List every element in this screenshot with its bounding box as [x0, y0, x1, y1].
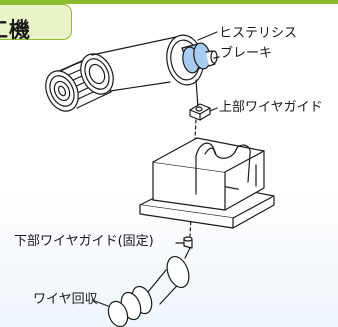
label-lower-wire-guide-fixed: 下部ワイヤガイド(固定) [14, 234, 154, 249]
label-wire-collection: ワイヤ回収 [33, 292, 98, 307]
label-hysteresis-brake-line1: ヒステリシス [219, 26, 298, 41]
label-hysteresis-brake-line2: ブレーキ [220, 46, 273, 61]
wire-line [147, 269, 167, 293]
label-upper-wire-guide: 上部ワイヤガイド [219, 100, 323, 115]
wire-supply-bobbin [45, 53, 114, 112]
hysteresis-brake [166, 34, 220, 86]
wire-collection-rollers [91, 255, 190, 327]
workpiece [139, 137, 275, 229]
wire-line [195, 79, 199, 109]
wire-line [91, 36, 177, 56]
wire-line [184, 247, 191, 259]
page-title: 工機 [0, 18, 31, 42]
lower-wire-guide [175, 236, 193, 249]
wire-line [109, 81, 171, 92]
upper-wire-guide [189, 103, 218, 121]
title-tab: 工機 [0, 4, 72, 42]
top-frame-line [0, 0, 338, 4]
